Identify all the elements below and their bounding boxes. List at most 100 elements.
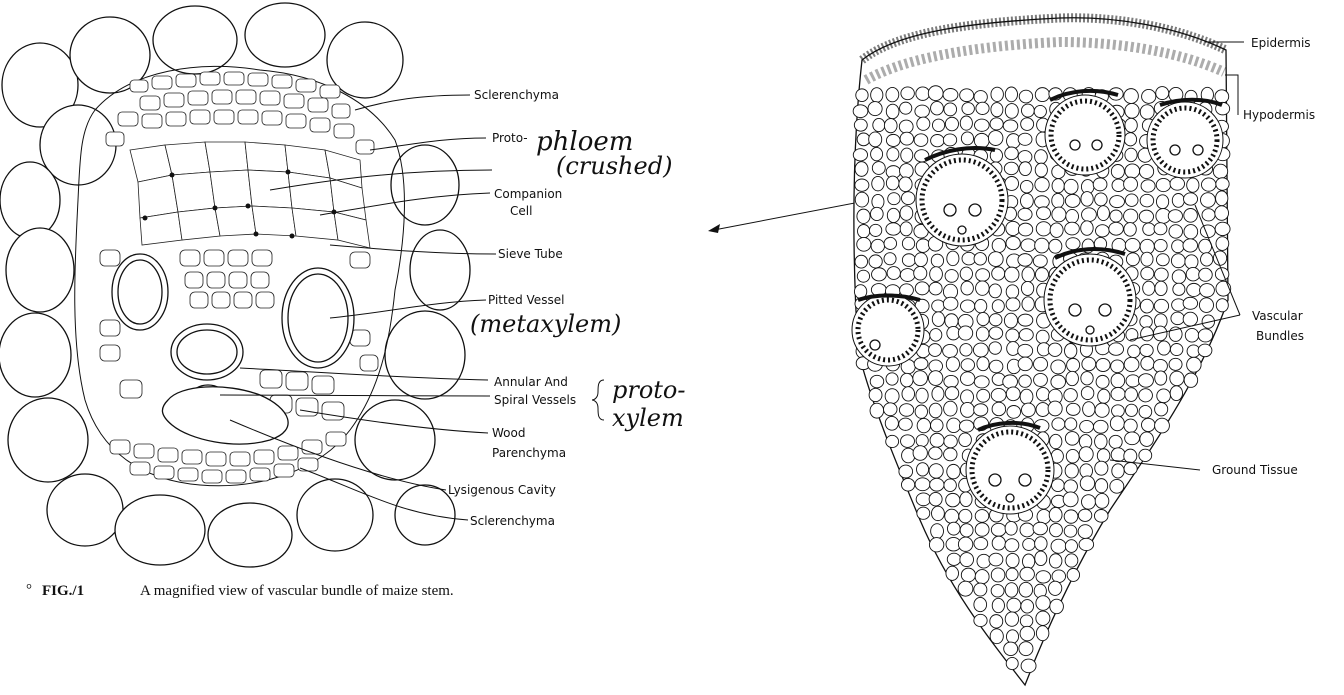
ground-cell — [1006, 298, 1020, 311]
ground-cell — [1093, 178, 1107, 191]
ground-cell — [1019, 329, 1033, 341]
ground-cell — [989, 314, 1002, 326]
ground-cell — [1080, 420, 1094, 432]
ground-cell — [1124, 462, 1137, 474]
ground-cell — [1003, 120, 1018, 132]
ground-cell — [1005, 539, 1019, 552]
ground-cell — [1170, 371, 1184, 386]
ground-cell — [1095, 434, 1108, 449]
ground-cell — [1097, 449, 1110, 463]
ground-cell — [1006, 221, 1020, 235]
ground-cell — [1082, 208, 1097, 222]
stem-section-drawing — [852, 18, 1231, 685]
ground-cell — [857, 133, 870, 146]
ground-cell — [914, 358, 928, 370]
ground-cell — [902, 237, 914, 250]
ground-cell — [1187, 178, 1199, 192]
ground-cell — [992, 238, 1005, 252]
ground-cell — [1018, 223, 1032, 236]
ground-cell — [1065, 344, 1077, 359]
ground-cell — [1050, 434, 1062, 448]
ground-cell — [917, 463, 929, 476]
ground-cell — [899, 404, 913, 417]
ground-cell — [1005, 147, 1019, 160]
ground-cell — [869, 388, 882, 401]
ground-cell — [1007, 598, 1021, 612]
ground-cell — [930, 329, 942, 342]
ground-cell — [899, 120, 913, 133]
ground-cell — [1066, 209, 1079, 223]
ground-cell — [1125, 164, 1140, 178]
ground-cell — [1065, 464, 1078, 478]
ground-cell — [1095, 461, 1108, 475]
ground-cell — [1187, 283, 1201, 296]
ground-cell — [1095, 493, 1109, 508]
ground-cell — [1049, 581, 1062, 595]
ground-cell — [1005, 104, 1018, 119]
ground-cell — [974, 133, 989, 148]
ground-cell — [1078, 509, 1091, 521]
ground-cell — [1140, 432, 1154, 446]
ground-cell — [872, 268, 887, 281]
ground-cell — [991, 523, 1006, 536]
ground-cell — [1095, 193, 1108, 206]
ground-cell — [960, 89, 974, 102]
ground-cell — [857, 270, 869, 282]
ground-cell — [929, 447, 943, 459]
label-hypodermis: Hypodermis — [1243, 108, 1315, 122]
ground-cell — [1199, 268, 1213, 281]
ground-cell — [1037, 509, 1051, 523]
ground-cell — [1201, 193, 1216, 208]
ground-cell — [1125, 238, 1140, 252]
hand-proto-xylem-2: xylem — [612, 404, 684, 432]
ground-cell — [991, 585, 1004, 597]
ground-cell — [929, 464, 943, 479]
ground-cell — [1005, 521, 1017, 535]
ground-cell — [931, 101, 944, 114]
ground-cell — [884, 253, 896, 265]
ground-cell — [885, 389, 899, 404]
svg-text:°: ° — [26, 582, 32, 598]
ground-cell — [1036, 222, 1051, 236]
ground-cell — [974, 583, 987, 596]
ground-cell — [915, 105, 930, 117]
ground-cell — [1128, 345, 1140, 358]
ground-cell — [1216, 191, 1228, 206]
ground-cell — [974, 119, 989, 131]
ground-cell — [871, 147, 883, 160]
ground-cell — [1052, 570, 1066, 583]
ground-cell — [932, 300, 945, 312]
ground-cell — [989, 553, 1003, 566]
ground-cell — [1216, 178, 1229, 191]
ground-cell — [1005, 612, 1018, 626]
ground-cell — [901, 478, 914, 491]
ground-cell — [1187, 357, 1201, 372]
ground-cell — [1124, 419, 1137, 432]
ground-cell — [1109, 435, 1122, 448]
ground-cell — [886, 373, 898, 385]
ground-cell — [872, 162, 885, 175]
label-lysigenous: Lysigenous Cavity — [448, 483, 556, 497]
ground-cell — [869, 132, 882, 147]
ground-cell — [887, 148, 899, 161]
ground-cell — [947, 553, 960, 565]
ground-cell — [872, 194, 884, 208]
ground-cell — [886, 134, 900, 146]
ground-cell — [1021, 600, 1034, 613]
ground-cell — [991, 568, 1005, 582]
ground-cell — [931, 419, 944, 432]
ground-cell — [1154, 299, 1168, 312]
ground-cell — [873, 118, 885, 131]
ground-cell — [1126, 253, 1139, 266]
ground-cell — [990, 118, 1003, 130]
ground-cell — [1156, 254, 1169, 266]
label-sieve-tube: Sieve Tube — [498, 247, 563, 261]
ground-cell — [914, 134, 928, 147]
ground-cell — [1156, 178, 1170, 191]
ground-cell — [946, 357, 959, 371]
ground-cell — [1063, 492, 1078, 507]
ground-cell — [1216, 237, 1229, 251]
ground-cell — [975, 299, 987, 312]
ground-cell — [1111, 448, 1125, 462]
ground-cell — [901, 148, 913, 162]
